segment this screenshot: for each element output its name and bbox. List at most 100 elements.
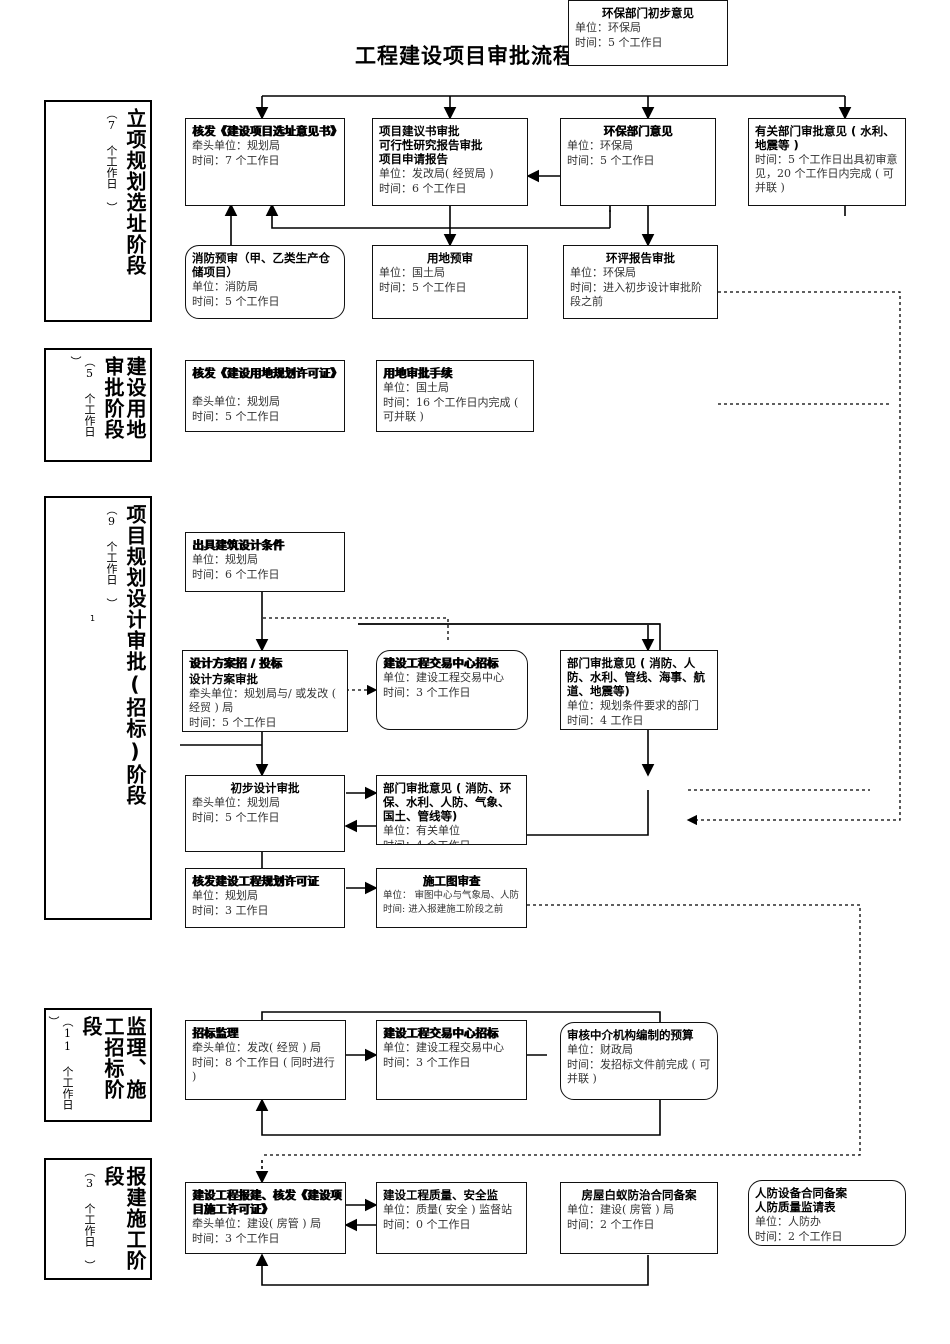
stage-label-1[interactable]: 立项规划选址阶段 （7 个工作日 ） bbox=[44, 100, 152, 322]
stage-3-days: （9 个工作日 ） bbox=[105, 504, 118, 609]
node-n3-line1: 单位：环保局 bbox=[567, 139, 633, 152]
node-n11-title: 设计方案招 / 投标 设计方案招 / 投标 bbox=[189, 656, 341, 670]
node-n23-line1: 单位：建设( 房管 ) 局 bbox=[567, 1203, 675, 1216]
node-n20-line1: 单位：财政局 bbox=[567, 1043, 633, 1056]
node-n22-line1: 单位：质量( 安全 ) 监督站 bbox=[383, 1203, 513, 1216]
node-n14-line1: 牵头单位：规划局 bbox=[192, 796, 280, 809]
node-n8-line2: 时间：5 个工作日 bbox=[192, 410, 280, 423]
stage-label-2[interactable]: 建设用地审批阶段 （5 个工作日 ） bbox=[44, 348, 152, 462]
node-n13-title: 部门审批意见 ( 消防、人防、水利、管线、海事、航道、地震等) bbox=[567, 656, 705, 698]
node-n5-line1: 单位：消防局 bbox=[192, 280, 258, 293]
stage-1-name: 立项规划选址阶段 bbox=[123, 108, 147, 276]
node-n3-title-overlay: 环保部门意见 bbox=[604, 124, 673, 138]
node-n10-line2: 时间：6 个工作日 bbox=[192, 568, 280, 581]
node-n18[interactable]: 招标监理 招标监理 牵头单位：发改( 经贸 ) 局 时间：8 个工作日 ( 同时… bbox=[185, 1020, 346, 1100]
node-n10-title: 出具建筑设计条件 出具建筑设计条件 bbox=[192, 538, 338, 552]
stage-1-days: （7 个工作日 ） bbox=[105, 108, 118, 213]
node-n12[interactable]: 建设工程交易中心招标 建设工程交易中心招标 单位：建设工程交易中心 时间：3 个… bbox=[376, 650, 528, 730]
node-n10-title-text: 出具建筑设计条件 bbox=[192, 538, 284, 552]
stage-4-days: （11 个工作日 ） bbox=[47, 1016, 74, 1110]
node-n9-title-overlay: 用地审批手续 bbox=[384, 366, 453, 380]
node-n18-title-overlay: 招标监理 bbox=[193, 1026, 239, 1040]
node-n11-title-text: 设计方案招 / 投标 bbox=[189, 656, 282, 670]
node-n13-line1: 单位：规划条件要求的部门 bbox=[567, 699, 699, 712]
node-n19-title-overlay: 建设工程交易中心招标 bbox=[384, 1026, 499, 1040]
node-n7-title: 环评报告审批 bbox=[606, 251, 675, 265]
node-n21-title: 建设工程报建、核发《建设项目施工许可证》 建设工程报建、核发《建设项目施工许可证… bbox=[192, 1188, 343, 1216]
node-n14-line2: 时间：5 个工作日 bbox=[192, 811, 280, 824]
node-n16[interactable]: 核发建设工程规划许可证 核发建设工程规划许可证 单位：规划局 时间：3 工作日 bbox=[185, 868, 345, 928]
node-n17[interactable]: 施工图审查 施工图审查 单位： 审图中心与气象局、人防 时间: 进入报建施工阶段… bbox=[376, 868, 527, 928]
stage-5-name: 报建施工阶段 bbox=[101, 1166, 147, 1271]
node-n3[interactable]: 环保部门意见 环保部门意见 单位：环保局 时间：5 个工作日 bbox=[560, 118, 716, 206]
node-n8-title-overlay: 核发《建设用地规划许可证》 bbox=[193, 366, 343, 380]
node-n2[interactable]: 项目建议书审批 可行性研究报告审批 项目申请报告 单位：发改局( 经贸局 ) 时… bbox=[372, 118, 528, 206]
node-n8[interactable]: 核发《建设用地规划许可证》 核发《建设用地规划许可证》 牵头单位：规划局 时间：… bbox=[185, 360, 345, 432]
node-n8-title-text: 核发《建设用地规划许可证》 bbox=[192, 366, 342, 380]
node-n21[interactable]: 建设工程报建、核发《建设项目施工许可证》 建设工程报建、核发《建设项目施工许可证… bbox=[185, 1182, 346, 1254]
node-n6[interactable]: 用地预审 单位：国土局 时间：5 个工作日 bbox=[372, 245, 528, 319]
node-n23[interactable]: 房屋白蚁防治合同备案 单位：建设( 房管 ) 局 时间：2 个工作日 bbox=[560, 1182, 718, 1254]
node-n12-line1: 单位：建设工程交易中心 bbox=[383, 671, 504, 684]
node-n22-title: 建设工程质量、安全监 bbox=[383, 1188, 498, 1202]
node-n8-title: 核发《建设用地规划许可证》 核发《建设用地规划许可证》 bbox=[192, 366, 343, 394]
node-n1-title-overlay: 核发《建设项目选址意见书》 bbox=[193, 124, 343, 138]
node-n15[interactable]: 部门审批意见 ( 消防、环保、水利、人防、气象、国土、管线等) 单位：有关单位 … bbox=[376, 775, 527, 845]
node-n14[interactable]: 初步设计审批 牵头单位：规划局 时间：5 个工作日 bbox=[185, 775, 345, 852]
stage-label-4[interactable]: 监理、施工招标阶段 （11 个工作日 ） bbox=[44, 1008, 152, 1122]
node-n21-title-overlay: 建设工程报建、核发《建设项目施工许可证》 bbox=[193, 1188, 343, 1216]
node-n7-line1: 单位：环保局 bbox=[570, 266, 636, 279]
floating-note-time: 时间：5 个工作日 bbox=[575, 36, 663, 49]
node-n7[interactable]: 环评报告审批 单位：环保局 时间：进入初步设计审批阶段之前 bbox=[563, 245, 718, 319]
node-n20-title: 审核中介机构编制的预算 bbox=[567, 1028, 694, 1042]
node-n17-line1: 单位： 审图中心与气象局、人防 bbox=[383, 890, 520, 901]
floating-note-box[interactable]: 环保部门初步意见 单位：环保局 时间：5 个工作日 bbox=[568, 0, 728, 66]
node-n13[interactable]: 部门审批意见 ( 消防、人防、水利、管线、海事、航道、地震等) 单位：规划条件要… bbox=[560, 650, 718, 730]
node-n2-line2: 时间：6 个工作日 bbox=[379, 182, 467, 195]
node-n19[interactable]: 建设工程交易中心招标 建设工程交易中心招标 单位：建设工程交易中心 时间：3 个… bbox=[376, 1020, 527, 1100]
node-n8-line1: 牵头单位：规划局 bbox=[192, 395, 280, 408]
node-n24[interactable]: 人防设备合同备案 人防质量监请表 单位：人防办 时间：2 个工作日 bbox=[748, 1180, 906, 1246]
node-n5[interactable]: 消防预审（甲、乙类生产仓储项目） 单位：消防局 时间：5 个工作日 bbox=[185, 245, 345, 319]
node-n22[interactable]: 建设工程质量、安全监 单位：质量( 安全 ) 监督站 时间：0 个工作日 bbox=[376, 1182, 527, 1254]
node-n17-line2: 时间: 进入报建施工阶段之前 bbox=[383, 904, 504, 915]
node-n9[interactable]: 用地审批手续 用地审批手续 单位：国土局 时间：16 个工作日内完成 ( 可并联… bbox=[376, 360, 534, 432]
node-n15-title: 部门审批意见 ( 消防、环保、水利、人防、气象、国土、管线等) bbox=[383, 781, 512, 823]
node-n1[interactable]: 核发《建设项目选址意见书》 核发《建设项目选址意见书》 牵头单位：规划局 时间：… bbox=[185, 118, 345, 206]
node-n24-title: 人防设备合同备案 bbox=[755, 1186, 847, 1200]
node-n9-title: 用地审批手续 用地审批手续 bbox=[383, 366, 527, 380]
node-n20[interactable]: 审核中介机构编制的预算 单位：财政局 时间：发招标文件前完成 ( 可并联 ) bbox=[560, 1022, 718, 1100]
stage-label-3[interactable]: 项目规划设计审批(招标)阶段 （9 个工作日 ） 1 bbox=[44, 496, 152, 920]
node-n10[interactable]: 出具建筑设计条件 出具建筑设计条件 单位：规划局 时间：6 个工作日 bbox=[185, 532, 345, 592]
node-n24-line1: 单位：人防办 bbox=[755, 1215, 821, 1228]
node-n3-title: 环保部门意见 环保部门意见 bbox=[567, 124, 709, 138]
node-n11-line1: 牵头单位：规划局与/ 或发改 ( 经贸 ) 局 bbox=[189, 687, 336, 714]
node-n9-line2: 时间：16 个工作日内完成 ( 可并联 ) bbox=[383, 396, 519, 423]
node-n19-title-text: 建设工程交易中心招标 bbox=[383, 1026, 498, 1040]
node-n16-title: 核发建设工程规划许可证 核发建设工程规划许可证 bbox=[192, 874, 338, 888]
floating-note-unit: 单位：环保局 bbox=[575, 21, 641, 34]
node-n11-title-line2: 设计方案审批 bbox=[189, 672, 258, 686]
node-n4[interactable]: 有关部门审批意见 ( 水利、地震等 ) 时间：5 个工作日出具初审意见，20 个… bbox=[748, 118, 906, 206]
node-n17-title-overlay: 施工图审查 bbox=[423, 874, 481, 888]
node-n1-title-text: 核发《建设项目选址意见书》 bbox=[192, 124, 342, 138]
node-n1-line2: 时间：7 个工作日 bbox=[192, 154, 280, 167]
node-n6-title: 用地预审 bbox=[427, 251, 473, 265]
node-n1-line1: 牵头单位：规划局 bbox=[192, 139, 280, 152]
node-n2-line1: 单位：发改局( 经贸局 ) bbox=[379, 167, 494, 180]
node-n17-title: 施工图审查 施工图审查 bbox=[383, 874, 520, 888]
node-n11-line2: 时间：5 个工作日 bbox=[189, 716, 277, 729]
stage-3-name: 项目规划设计审批(招标)阶段 bbox=[123, 504, 147, 806]
node-n16-line1: 单位：规划局 bbox=[192, 889, 258, 902]
node-n12-title: 建设工程交易中心招标 建设工程交易中心招标 bbox=[383, 656, 521, 670]
node-n12-title-overlay: 建设工程交易中心招标 bbox=[384, 656, 499, 670]
stage-2-days: （5 个工作日 ） bbox=[69, 356, 96, 437]
node-n11[interactable]: 设计方案招 / 投标 设计方案招 / 投标 设计方案审批 牵头单位：规划局与/ … bbox=[182, 650, 348, 732]
node-n5-title: 消防预审（甲、乙类生产仓储项目） bbox=[192, 251, 330, 279]
node-n2-title: 项目建议书审批 bbox=[379, 124, 460, 138]
node-n21-line1: 牵头单位：建设( 房管 ) 局 bbox=[192, 1217, 322, 1230]
node-n12-title-text: 建设工程交易中心招标 bbox=[383, 656, 498, 670]
stage-label-5[interactable]: 报建施工阶段 （3 个工作日 ） bbox=[44, 1158, 152, 1280]
node-n20-line2: 时间：发招标文件前完成 ( 可并联 ) bbox=[567, 1058, 711, 1085]
